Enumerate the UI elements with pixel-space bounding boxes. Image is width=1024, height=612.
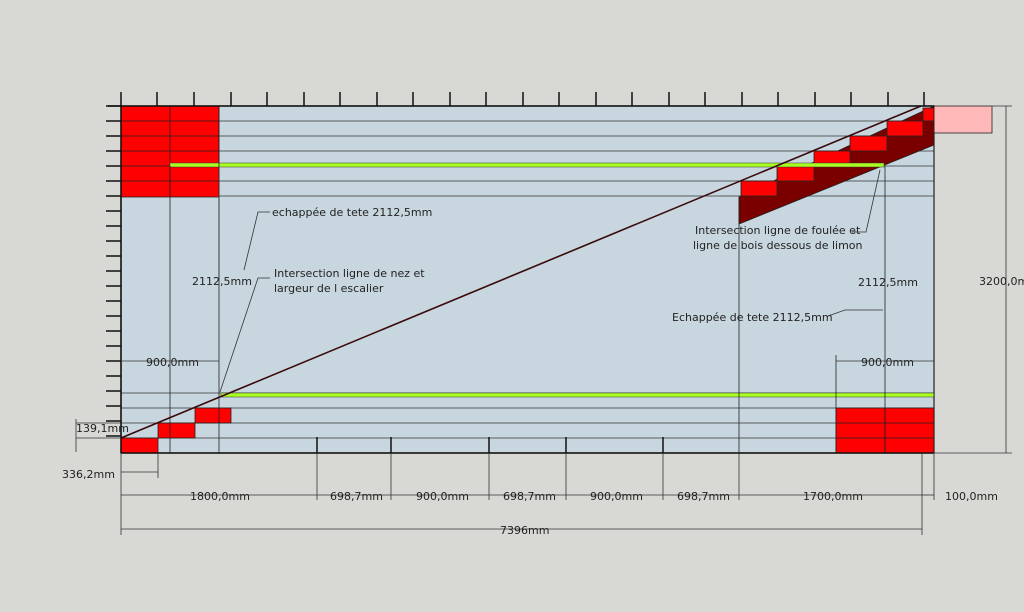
bottom-left-steps (120, 407, 232, 454)
dim-bottom-5: 900,0mm (590, 490, 643, 503)
height-right-label: 2112,5mm (858, 276, 918, 289)
dim-total: 7396mm (500, 524, 549, 537)
dim-bottom-6: 698,7mm (677, 490, 730, 503)
intersection-right-line2: ligne de bois dessous de limon (693, 239, 863, 252)
dim-bottom-3: 900,0mm (416, 490, 469, 503)
width-right-label: 900,0mm (861, 356, 914, 369)
total-height-label: 3200,0mm (979, 275, 1024, 288)
dim-bottom-1: 1800,0mm (190, 490, 250, 503)
headroom-right-label: Echappée de tete 2112,5mm (672, 311, 833, 324)
pitch-line (120, 105, 922, 439)
step-run-label: 336,2mm (62, 468, 115, 481)
leader-lines (218, 166, 883, 393)
dim-bottom-2: 698,7mm (330, 490, 383, 503)
dimension-lines (75, 105, 1012, 535)
dim-bottom-4: 698,7mm (503, 490, 556, 503)
top-ruler (108, 92, 934, 107)
bottom-axis (121, 437, 934, 454)
dim-bottom-7: 1700,0mm (803, 490, 863, 503)
intersection-right-line1: Intersection ligne de foulée et (695, 224, 861, 237)
intersection-left-line1: Intersection ligne de nez et (274, 267, 425, 280)
top-right-steps (740, 107, 935, 197)
headroom-line-top (169, 162, 885, 168)
width-left-label: 900,0mm (146, 356, 199, 369)
vertical-guides (169, 106, 935, 453)
headroom-top-left-label: echappée de tete 2112,5mm (272, 206, 432, 219)
headroom-line-bottom (220, 392, 935, 398)
height-left-label: 2112,5mm (192, 275, 252, 288)
landing-block (933, 105, 993, 134)
intersection-left-line2: largeur de l escalier (274, 282, 384, 295)
dim-bottom-8: 100,0mm (945, 490, 998, 503)
left-ruler (106, 105, 122, 453)
step-rise-label: 139,1mm (76, 422, 129, 435)
